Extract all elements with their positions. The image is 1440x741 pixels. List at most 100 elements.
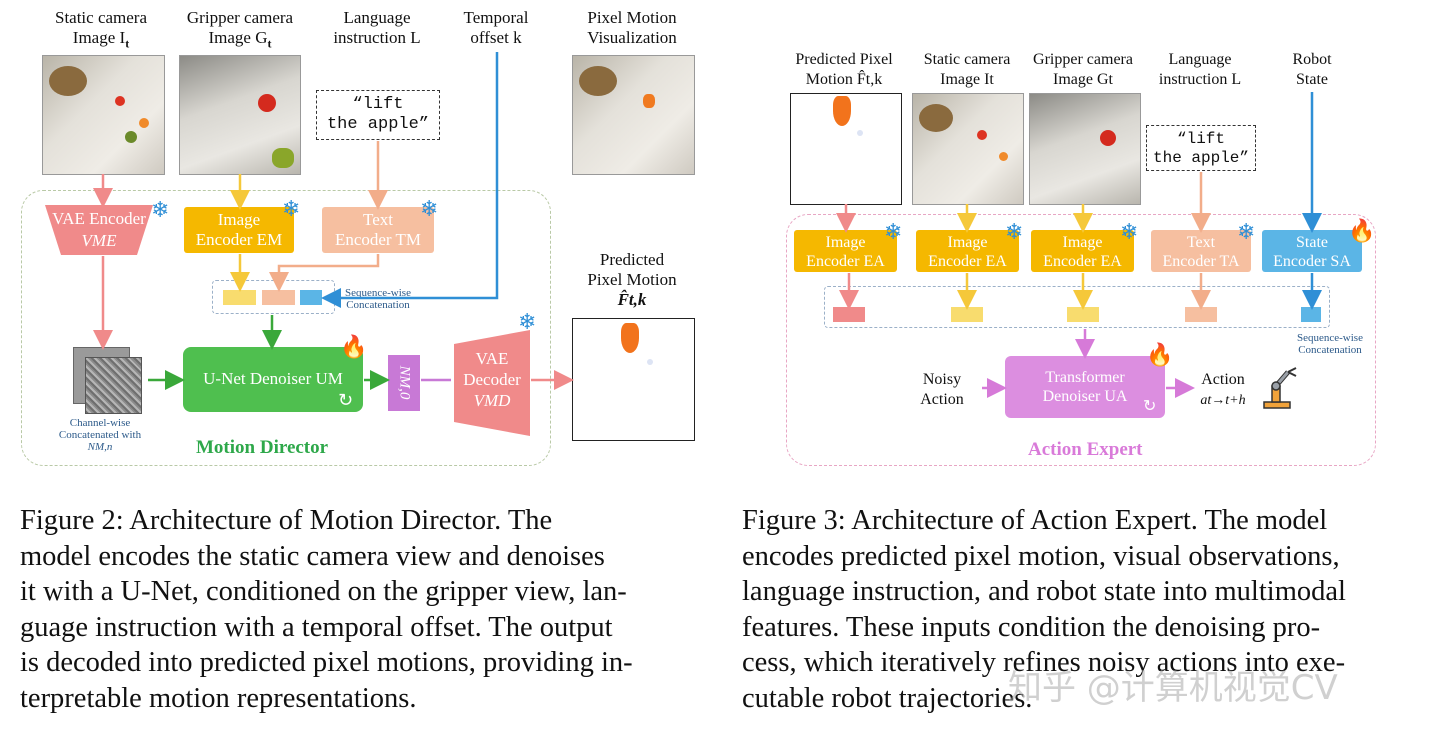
snowflake-icon: ❄ [151, 198, 170, 223]
fig3-motion-blob [833, 96, 851, 126]
fig2-pixel-motion-visualization-image [572, 55, 695, 175]
fig3-gripper-apple [1100, 130, 1116, 146]
fig3-state-encoder-line1: State [1296, 234, 1328, 251]
image-encoder-em: Image Encoder EM [184, 207, 294, 253]
fig2-instruction-box: “lift the apple” [316, 90, 440, 140]
fig2-instruction-line1: “lift [352, 95, 404, 114]
fig3-image-encoder-1-line2: Encoder EA [806, 253, 885, 270]
fig3-instruction-line1: “lift [1176, 130, 1225, 148]
fig3-seq-concat-line1: Sequence-wise [1297, 332, 1363, 344]
action-expert-title: Action Expert [1028, 439, 1143, 460]
fig3-token-group [824, 286, 1330, 328]
snowflake-icon: ❄ [1005, 220, 1024, 245]
fig2-header-gripper-line2: Image G [208, 28, 268, 47]
fig3-state-encoder-line2: Encoder SA [1273, 253, 1351, 270]
fig3-caption: Figure 3: Architecture of Action Expert.… [742, 503, 1416, 716]
fig2-text-token [262, 290, 295, 305]
fig2-static-camera-image [42, 55, 165, 175]
fig2-header-language: Language instruction L [316, 8, 438, 48]
fig2-offset-token [300, 290, 322, 305]
snowflake-icon: ❄ [884, 220, 903, 245]
viz-basket [579, 66, 617, 96]
unet-denoiser-label: U-Net Denoiser UM [203, 369, 343, 388]
fig3-header-predpix: Predicted Pixel Motion F̂t,k [782, 50, 906, 90]
fig3-gripper-camera-image [1029, 93, 1141, 205]
fig2-instruction-line2: the apple” [326, 115, 430, 134]
fig2-header-gripper-line1: Gripper camera [186, 8, 294, 27]
transformer-denoiser: Transformer Denoiser UA [1005, 356, 1165, 418]
text-encoder-tm-line2: Encoder TM [334, 230, 422, 249]
fig2-header-temporal-line1: Temporal [463, 8, 529, 27]
fig2-header-predicted-line3: F̂t,k [617, 290, 647, 309]
vae-decoder-shape [454, 330, 530, 436]
fig3-header-language-line1: Language [1168, 51, 1232, 68]
arrow-textenc-to-token [269, 254, 380, 292]
fig3-image-encoder-1: Image Encoder EA [794, 230, 897, 272]
fig2-caption-line2: model encodes the static camera view and… [20, 540, 605, 572]
fig2-header-static-line2: Image I [72, 28, 126, 47]
text-encoder-tm: Text Encoder TM [322, 207, 434, 253]
fig3-caption-line1: Figure 3: Architecture of Action Expert.… [742, 505, 1328, 536]
fig3-noisy-action-line1: Noisy [922, 371, 962, 388]
fig3-orange [999, 152, 1008, 161]
vae-encoder-label: VAE Encoder VME [45, 208, 153, 252]
text-encoder-tm-line1: Text [363, 210, 393, 229]
motion-director-title: Motion Director [196, 437, 329, 458]
vae-encoder-block: VAE Encoder VME [45, 205, 153, 255]
fig2-header-pixviz-line1: Pixel Motion [587, 8, 677, 27]
fig2-header-static: Static camera Image It [40, 8, 162, 53]
channel-concat-line1: Channel-wise [69, 417, 131, 429]
fig2-caption-line5: is decoded into predicted pixel motions,… [20, 647, 633, 678]
fig3-token-state [1301, 307, 1321, 322]
transformer-denoiser-line2: Denoiser UA [1042, 388, 1128, 405]
gripper-apple [258, 94, 276, 112]
fig3-caption-line2: encodes predicted pixel motion, visual o… [742, 540, 1340, 572]
fruit-kiwi [125, 131, 137, 143]
fig3-apple [977, 130, 987, 140]
fig3-image-encoder-2: Image Encoder EA [916, 230, 1019, 272]
arrow-offset-to-token [321, 52, 499, 308]
fig3-text-encoder-line1: Text [1186, 234, 1216, 251]
fig3-header-gripper-line2: Image Gt [1053, 71, 1113, 88]
robot-arm-icon [1263, 367, 1297, 409]
channel-concat-line2: Concatenated with [58, 429, 142, 441]
fig3-header-language: Language instruction L [1146, 50, 1254, 90]
fig3-noisy-action-line2: Action [920, 391, 964, 408]
fig2-header-temporal-line2: offset k [470, 28, 522, 47]
fig3-image-encoder-3-line2: Encoder EA [1043, 253, 1122, 270]
fig3-action-label: Action at→t+h [1192, 370, 1254, 411]
vae-decoder-line1: VAE [475, 349, 509, 368]
fig3-motion-dot [857, 130, 863, 136]
fig2-seq-concat-label: Sequence-wise Concatenation [336, 287, 420, 311]
fig3-action-line2: at→t+h [1200, 393, 1246, 408]
fig2-caption-line6: terpretable motion representations. [20, 682, 417, 714]
fig3-image-encoder-2-line2: Encoder EA [928, 253, 1007, 270]
fig3-image-encoder-3-line1: Image [1062, 234, 1103, 251]
predicted-motion-blob [621, 323, 639, 353]
gripper-kiwi [272, 148, 294, 168]
fig2-predicted-motion-image [572, 318, 695, 441]
vae-decoder-line3: VMD [473, 391, 511, 410]
fig2-header-gripper: Gripper camera Image Gt [172, 8, 308, 53]
fig3-image-encoder-2-line1: Image [947, 234, 988, 251]
fig3-header-robot: Robot State [1276, 50, 1348, 90]
fire-icon: 🔥 [340, 335, 368, 360]
fig3-state-encoder: State Encoder SA [1262, 230, 1362, 272]
fig3-instruction-line2: the apple” [1152, 149, 1249, 167]
fruit-apple [115, 96, 125, 106]
watermark: 知乎 @计算机视觉CV [1008, 668, 1338, 708]
fig3-token-pixmotion [833, 307, 865, 322]
fig3-token-gripper [1067, 307, 1099, 322]
fig2-caption-line3: it with a U-Net, conditioned on the grip… [20, 576, 627, 607]
fig3-header-robot-line2: State [1296, 71, 1328, 88]
vae-encoder-label-line1: VAE Encoder [52, 209, 146, 228]
fig3-caption-line5: cess, which iteratively refines noisy ac… [742, 647, 1346, 678]
fig2-header-static-sub: t [125, 36, 130, 51]
fig3-text-encoder-line2: Encoder TA [1162, 253, 1240, 270]
vae-decoder-block: VAE Decoder VMD [454, 330, 530, 436]
noisy-latent-front [85, 357, 142, 414]
fig3-header-static: Static camera Image It [908, 50, 1026, 90]
fig3-action-line1: Action [1201, 371, 1245, 388]
predicted-motion-dot [647, 359, 653, 365]
snowflake-icon: ❄ [282, 197, 301, 222]
